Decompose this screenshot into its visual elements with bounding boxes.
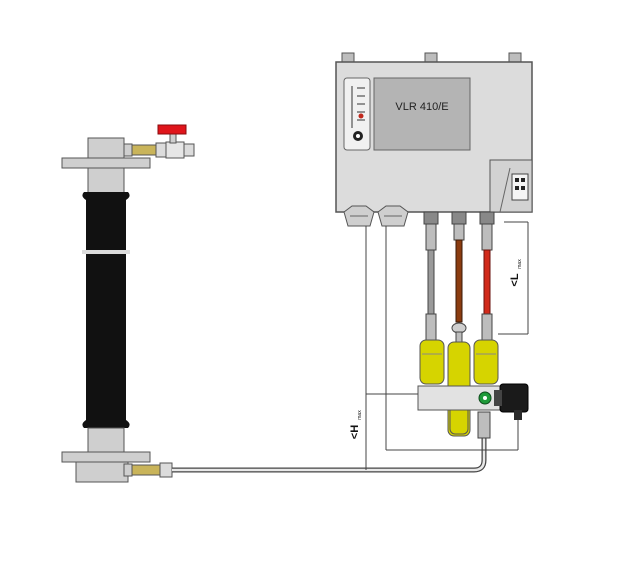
sensing-line — [172, 438, 487, 473]
flowmeter-window — [343, 77, 371, 151]
device-model-label: VLR 410/E — [395, 101, 448, 113]
dimension-lines — [365, 221, 529, 470]
valve-body — [165, 141, 185, 159]
device-housing: VLR 410/E — [335, 52, 533, 227]
bottom-flange-neck — [87, 427, 125, 453]
top-flange-upper — [87, 137, 125, 159]
red-ball-valve-icon — [157, 124, 187, 144]
bottom-outlet-fitting — [477, 411, 491, 439]
top-brass-fitting — [131, 144, 157, 156]
bottom-flange-lower — [75, 461, 129, 483]
bottom-fitting-nut — [159, 462, 173, 478]
solenoid-valve-icon — [494, 383, 529, 420]
top-connection — [123, 124, 195, 159]
h-max-label: <H max — [349, 410, 363, 439]
tube-middle — [451, 223, 467, 343]
top-flange-neck — [87, 167, 125, 197]
h-max-text: <H — [349, 425, 361, 439]
h-max-subscript: max — [357, 410, 363, 420]
bottom-connection — [123, 438, 487, 478]
bottom-brass-fitting — [131, 464, 161, 476]
pipe-sleeve-band — [82, 250, 130, 254]
pipe-sleeve — [82, 192, 130, 428]
device-ports — [423, 211, 495, 225]
top-flange — [61, 157, 151, 169]
terminal-box — [489, 159, 533, 213]
cable-glands — [343, 205, 409, 227]
l-max-subscript: max — [517, 259, 523, 269]
device-display — [373, 77, 471, 151]
l-max-label: <L max — [509, 259, 523, 287]
bottom-connection-stub — [123, 463, 133, 477]
l-max-text: <L — [509, 273, 521, 286]
tube-left — [425, 223, 437, 341]
bottom-flange — [61, 451, 151, 463]
valve-outlet — [183, 143, 195, 157]
top-fitting-nut — [155, 142, 167, 158]
top-connection-stub — [123, 143, 133, 157]
pipe-assembly — [61, 137, 151, 483]
tube-right — [481, 223, 493, 341]
manifold — [417, 385, 501, 411]
